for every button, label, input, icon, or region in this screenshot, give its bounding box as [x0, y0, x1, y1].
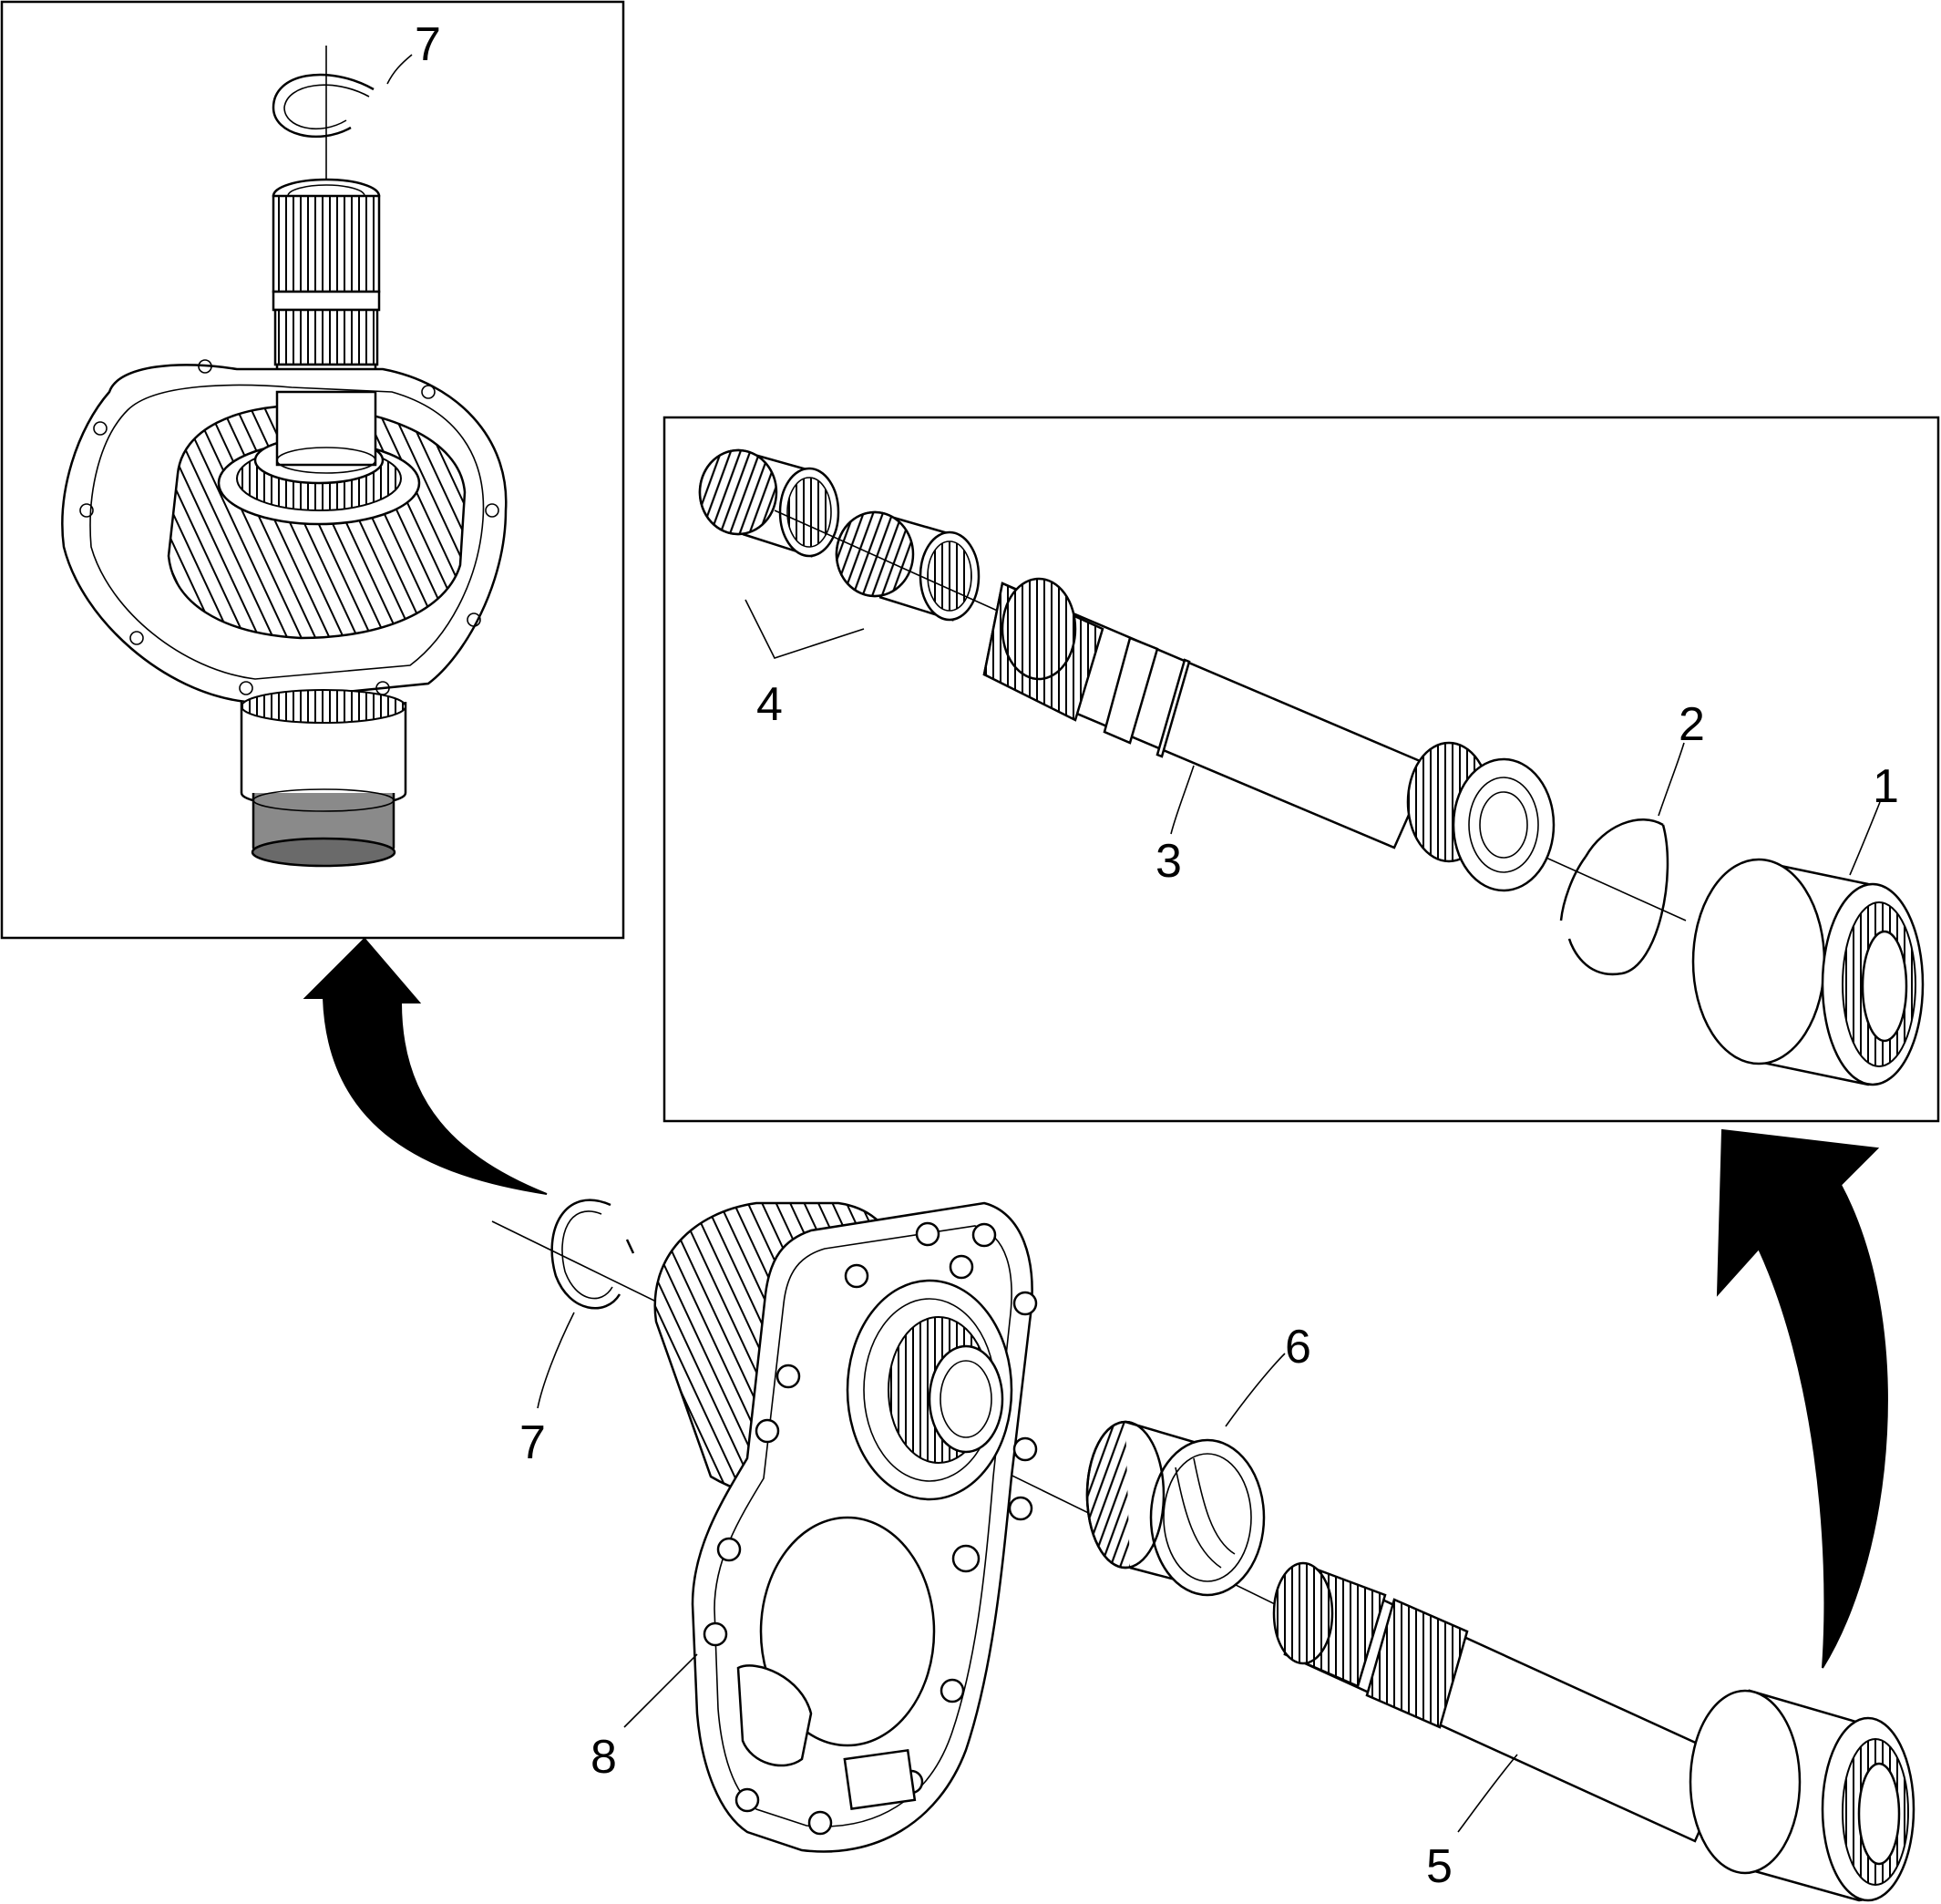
callout-5-leader	[1457, 1754, 1518, 1833]
callout-1: 1	[1873, 760, 1899, 813]
arrow-to-top-left-box	[303, 937, 548, 1195]
callout-7-bottom-leader	[537, 1312, 575, 1409]
callout-3-leader	[1170, 765, 1195, 835]
snap-ring-2	[1559, 818, 1669, 976]
callout-2-leader	[1658, 742, 1685, 817]
callout-4: 4	[756, 678, 783, 731]
callout-7-bottom: 7	[519, 1416, 546, 1469]
gear-case-assembly-top	[61, 359, 508, 704]
callout-7-top-leader	[386, 54, 413, 85]
input-shaft-3	[982, 577, 1556, 892]
bearing-cup-1	[1691, 858, 1925, 1086]
spring-6	[1085, 1420, 1266, 1597]
callout-3: 3	[1155, 835, 1182, 888]
detail-box-top-right	[662, 416, 1940, 1123]
transfer-case-housing-8	[653, 1201, 1038, 1853]
callout-6: 6	[1285, 1321, 1311, 1374]
callout-6-leader	[1225, 1353, 1286, 1427]
output-shaft-5	[1272, 1561, 1915, 1902]
arrow-to-top-right-box	[1716, 1128, 1888, 1669]
needle-bearing-4a	[698, 448, 840, 558]
callout-7-top: 7	[415, 18, 441, 71]
callout-8-leader	[623, 1653, 698, 1728]
callout-8: 8	[591, 1731, 617, 1784]
callout-2: 2	[1679, 698, 1705, 751]
lower-hub-top	[240, 689, 407, 868]
callout-1-leader	[1849, 801, 1881, 876]
detail-box-top-left	[0, 0, 625, 940]
callout-5: 5	[1426, 1840, 1453, 1893]
snap-ring-7-top	[272, 73, 375, 139]
callout-4-leader	[745, 599, 865, 659]
needle-bearing-4b	[835, 510, 981, 622]
snap-ring-7-bottom	[550, 1199, 635, 1310]
